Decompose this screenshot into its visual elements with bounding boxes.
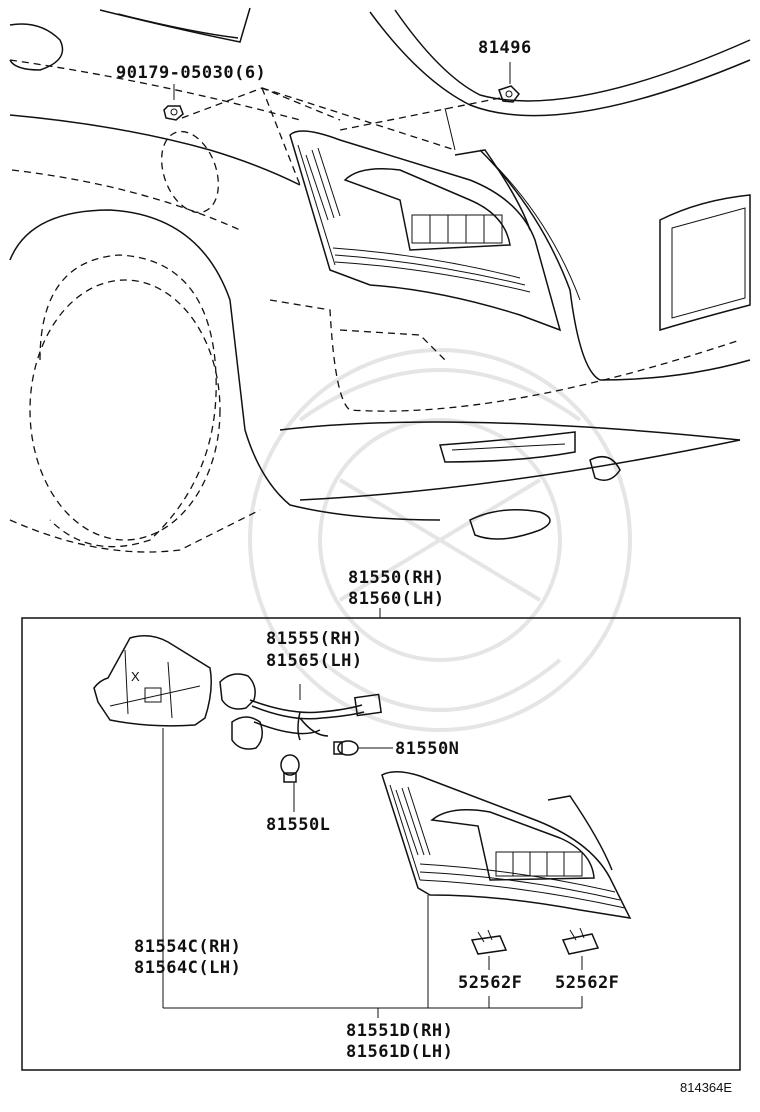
socket-lh-label: 81565(LH) — [266, 651, 363, 671]
clip-b-icon — [561, 927, 600, 955]
clip-icon — [498, 85, 520, 103]
bulb-n-label: 81550N — [395, 739, 459, 759]
lens-lh-label: 81561D(LH) — [346, 1042, 453, 1062]
assembly-rh-label: 81550(RH) — [348, 568, 445, 588]
diagram-id: 814364E — [680, 1080, 732, 1095]
bulb-l-icon — [280, 754, 300, 783]
bolt-label: 90179-05030(6) — [116, 63, 266, 83]
leader-lines-frame — [162, 728, 583, 1018]
clip-label: 81496 — [478, 38, 532, 58]
tail-lamp-installed — [289, 130, 562, 332]
assembly-lh-label: 81560(LH) — [348, 589, 445, 609]
bulb-n-icon — [333, 740, 359, 756]
nut-icon — [163, 105, 184, 121]
tail-lamp-lens-part — [381, 771, 632, 919]
bulb-l-label: 81550L — [266, 815, 330, 835]
vehicle-rear-illustration — [9, 7, 751, 553]
socket-and-wire-part — [219, 673, 382, 750]
lamp-cover-part: X — [93, 635, 212, 727]
clip-a-label: 52562F — [458, 973, 522, 993]
cover-rh-label: 81554C(RH) — [134, 937, 241, 957]
clip-a-icon — [470, 929, 508, 955]
socket-rh-label: 81555(RH) — [266, 629, 363, 649]
cover-lh-label: 81564C(LH) — [134, 958, 241, 978]
cover-mark: X — [131, 669, 140, 684]
exploded-view-frame — [21, 617, 741, 1071]
clip-b-label: 52562F — [555, 973, 619, 993]
leader-lines-top — [173, 62, 511, 186]
lens-rh-label: 81551D(RH) — [346, 1021, 453, 1041]
watermark-emblem — [248, 348, 632, 732]
